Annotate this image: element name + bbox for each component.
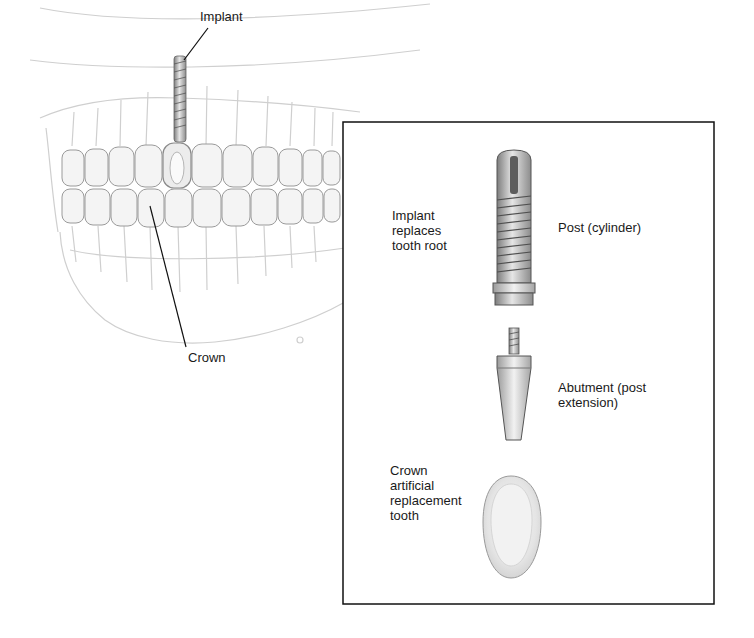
lower-teeth-part (278, 189, 302, 224)
crown-tooth-part (491, 484, 532, 566)
part-label: Crown (188, 350, 226, 365)
post-cylinder-part (510, 156, 518, 194)
lower-teeth-part (111, 189, 137, 226)
implant-screw-part (174, 61, 186, 128)
implant-screw-part (174, 56, 186, 142)
lower-teeth-part (193, 189, 221, 227)
implant-screw (174, 56, 186, 142)
abutment-part (497, 368, 531, 369)
lower-teeth-part (222, 189, 250, 226)
part-label: Post (cylinder) (558, 220, 641, 235)
abutment (497, 328, 531, 440)
lower-teeth-part (85, 189, 110, 225)
leader-lines (150, 28, 208, 347)
lower-teeth-part (251, 189, 277, 225)
upper-teeth-part (323, 151, 340, 185)
skull-sketch-part (40, 98, 360, 118)
lower-teeth-part (62, 189, 84, 223)
upper-teeth-part (279, 149, 302, 186)
skull-sketch-part (70, 248, 345, 259)
abutment-part (497, 356, 531, 440)
lower-teeth-part (303, 189, 323, 223)
upper-teeth-part (85, 149, 108, 186)
part-label: Implant replaces tooth root (392, 208, 464, 253)
part-label: Crown artificial replacement tooth (390, 463, 470, 523)
leader-lines-part (184, 28, 208, 60)
post-cylinder-part (493, 283, 535, 293)
implant-crown (163, 143, 191, 188)
crown-tooth-part (483, 476, 541, 578)
upper-teeth-part (109, 147, 134, 186)
lower-teeth-part (324, 189, 340, 222)
implant-crown-part (170, 152, 184, 184)
lower-teeth-part (165, 189, 192, 227)
upper-teeth-part (223, 145, 252, 187)
post-cylinder-part (497, 196, 531, 272)
post-cylinder-part (495, 293, 533, 305)
skull-sketch-part (30, 50, 420, 67)
skull-sketch-part (72, 86, 333, 146)
inset-frame (343, 122, 714, 604)
leader-lines-part (150, 206, 186, 347)
skull-sketch-part (72, 226, 316, 292)
upper-teeth-part (303, 150, 322, 186)
part-label: Abutment (post extension) (558, 380, 658, 410)
abutment-part (509, 328, 519, 354)
abutment-part (509, 332, 519, 346)
post-cylinder-part (497, 150, 531, 283)
skull-sketch-part (60, 232, 345, 343)
upper-teeth-part (192, 144, 222, 187)
upper-teeth (62, 144, 340, 187)
upper-teeth-part (62, 150, 84, 186)
upper-teeth-part (253, 147, 278, 186)
upper-teeth-part (135, 145, 162, 187)
lower-teeth (62, 189, 340, 227)
skull-sketch-part (297, 337, 303, 343)
post-cylinder (493, 150, 535, 305)
part-label: Implant (200, 9, 243, 24)
crown-tooth (483, 476, 541, 578)
implant-crown-part (163, 143, 191, 188)
skull-sketch-part (46, 128, 58, 232)
